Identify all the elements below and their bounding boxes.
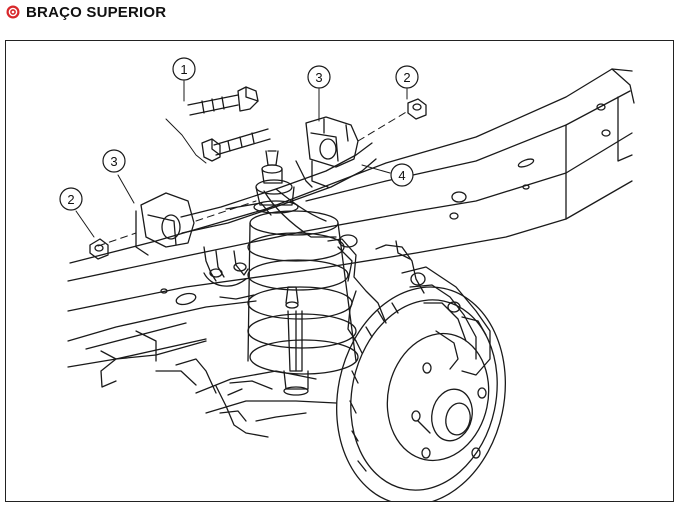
upper-control-arm (180, 142, 377, 238)
callout-4-label: 4 (398, 168, 405, 183)
callout-2-right-label: 2 (403, 70, 410, 85)
page-header: BRAÇO SUPERIOR (6, 2, 166, 22)
callout-1-label: 1 (180, 62, 187, 77)
leader-lines-solid (75, 80, 408, 238)
frame-rail (67, 68, 635, 394)
callout-1: 1 (172, 57, 196, 81)
callout-3-top: 3 (307, 65, 331, 89)
callout-3-left-label: 3 (110, 154, 117, 169)
steering-knuckle (327, 234, 425, 342)
callout-4: 4 (390, 163, 414, 187)
callout-2-left: 2 (59, 187, 83, 211)
brake-lines (203, 246, 255, 300)
lower-control-arm (195, 370, 337, 438)
nut-2-left (89, 238, 109, 260)
upper-arm-diagram: 1 2 3 3 4 2 (59, 57, 635, 501)
callout-3-top-label: 3 (315, 70, 322, 85)
wheel-hub (386, 332, 490, 462)
bolt-1-upper (187, 86, 259, 116)
callouts: 1 2 3 3 4 2 (59, 57, 419, 211)
coil-spring (247, 210, 359, 375)
callout-3-left: 3 (102, 149, 126, 173)
callout-2-right: 2 (395, 65, 419, 89)
upper-arm-front-bracket (135, 192, 195, 256)
brake-rotor (336, 286, 506, 501)
nut-2-right (407, 98, 427, 120)
page-title: BRAÇO SUPERIOR (26, 3, 167, 21)
brake-caliper (401, 266, 491, 376)
red-circle-bullet-icon (6, 5, 20, 19)
upper-arm-rear-bracket (305, 116, 359, 188)
bolt-1-lower (201, 128, 271, 162)
diagram-frame: 1 2 3 3 4 2 (5, 40, 674, 502)
callout-2-left-label: 2 (67, 192, 74, 207)
leader-lines (97, 110, 409, 247)
shock-absorber (283, 286, 309, 396)
